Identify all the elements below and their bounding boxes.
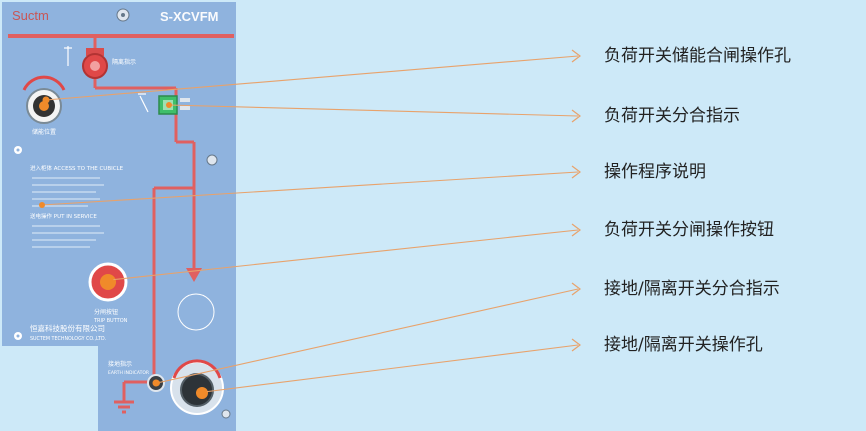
company-name-en: SUCTEM TECHNOLOGY CO.,LTD. bbox=[30, 336, 106, 342]
leader-line-earth-hole bbox=[203, 344, 579, 393]
inspection-window bbox=[177, 293, 215, 331]
panel-brand: Suctm bbox=[12, 8, 49, 23]
procedure-title-service: 送电操作 PUT IN SERVICE bbox=[30, 212, 97, 220]
panel-model: S-XCVFM bbox=[160, 9, 219, 24]
leader-line-charge bbox=[45, 55, 579, 101]
procedure-title-access: 进入柜体 ACCESS TO THE CUBICLE bbox=[30, 164, 124, 172]
chevron-right-icon bbox=[571, 165, 581, 179]
chevron-right-icon bbox=[571, 338, 581, 352]
earth-indicator-label-cn: 接地指示 bbox=[108, 360, 132, 368]
leader-line-trip bbox=[109, 229, 579, 281]
chevron-right-icon bbox=[571, 109, 581, 123]
chevron-right-icon bbox=[571, 223, 581, 237]
callout-load-switch-position: 负荷开关分合指示 bbox=[604, 106, 740, 126]
leader-line-earth-indicator bbox=[156, 288, 579, 384]
company-name-cn: 恒嘉科技股份有限公司 bbox=[30, 323, 105, 333]
callout-earth-isolate-hole: 接地/隔离开关操作孔 bbox=[604, 335, 763, 355]
trip-button-label-en: TRIP BUTTON bbox=[93, 318, 128, 324]
callout-earth-isolate-indicator: 接地/隔离开关分合指示 bbox=[604, 279, 780, 299]
trip-button-label-cn: 分闸按钮 bbox=[94, 308, 118, 316]
chevron-right-icon bbox=[571, 282, 581, 296]
callout-operating-procedure: 操作程序说明 bbox=[604, 162, 706, 182]
leader-dot bbox=[39, 202, 45, 208]
leader-dot bbox=[42, 96, 50, 104]
rivet-icon bbox=[221, 409, 231, 419]
callout-trip-button: 负荷开关分闸操作按钮 bbox=[604, 220, 774, 240]
leader-line-procedure bbox=[41, 171, 579, 206]
earth-indicator-label-en: EARTH INDICATOR bbox=[108, 370, 149, 376]
chevron-right-icon bbox=[571, 49, 581, 63]
leader-dot bbox=[166, 102, 172, 108]
isolate-indicator-label: 隔离指示 bbox=[112, 58, 136, 66]
callout-charge-closing-hole: 负荷开关储能合闸操作孔 bbox=[604, 46, 791, 66]
leader-lines bbox=[41, 55, 579, 393]
charge-position-label: 储能位置 bbox=[32, 128, 56, 136]
leader-dot bbox=[201, 389, 207, 395]
leader-dot bbox=[154, 380, 160, 386]
leader-line-position bbox=[168, 104, 579, 117]
top-busbar bbox=[8, 34, 234, 38]
charge-arrow-icon bbox=[22, 75, 66, 91]
leader-dot bbox=[106, 276, 114, 284]
rivet-icon bbox=[206, 154, 218, 166]
